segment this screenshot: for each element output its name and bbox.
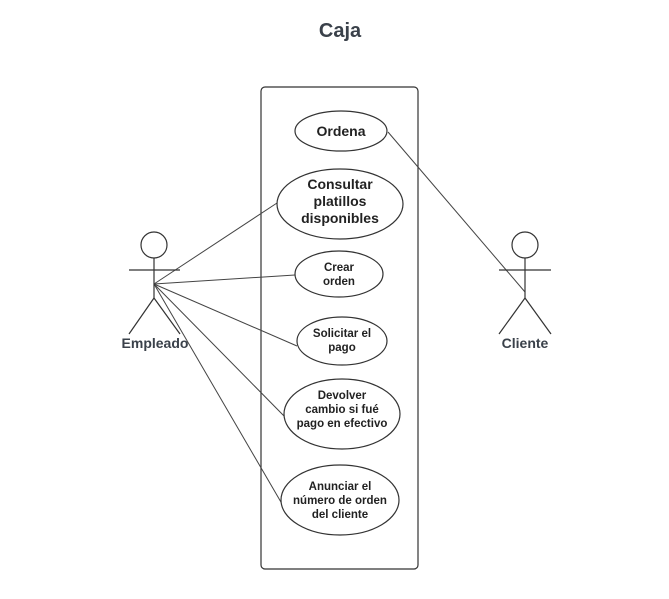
- assoc-empleado-devolver: [153, 283, 287, 419]
- use-case-devolver: Devolver cambio si fué pago en efectivo: [283, 378, 401, 450]
- use-case-consultar-line-3: disponibles: [301, 210, 379, 226]
- use-case-crear-line-2: orden: [323, 276, 355, 288]
- actor-empleado: Empleado: [122, 231, 189, 351]
- use-case-crear-line-1: Crear: [324, 262, 355, 274]
- use-case-solicitar-line-2: pago: [328, 342, 355, 354]
- assoc-empleado-anunciar: [153, 283, 286, 510]
- use-case-solicitar-line-1: Solicitar el: [313, 328, 371, 340]
- use-case-devolver-line-3: pago en efectivo: [297, 418, 388, 430]
- use-case-devolver-line-1: Devolver: [318, 390, 367, 402]
- use-case-solicitar: Solicitar el pago: [296, 316, 388, 366]
- use-case-anunciar-line-3: del cliente: [312, 509, 368, 521]
- use-case-anunciar-line-2: número de orden: [293, 495, 387, 507]
- assoc-empleado-solicitar: [153, 283, 298, 347]
- use-case-consultar-line-2: platillos: [314, 193, 367, 209]
- use-case-anunciar-line-1: Anunciar el: [309, 481, 372, 493]
- assoc-cliente-ordena: [387, 131, 526, 293]
- assoc-empleado-consultar: [153, 202, 278, 285]
- use-case-ordena-label: Ordena: [316, 123, 365, 139]
- actor-cliente-label: Cliente: [502, 335, 549, 351]
- assoc-empleado-crear: [153, 274, 296, 285]
- stick-figure-icon: [498, 231, 552, 335]
- use-case-devolver-line-2: cambio si fué: [305, 404, 379, 416]
- use-case-consultar-line-1: Consultar: [307, 176, 373, 192]
- actor-empleado-label: Empleado: [122, 335, 189, 351]
- use-case-ordena: Ordena: [294, 110, 388, 152]
- diagram-title: Caja: [319, 20, 362, 42]
- use-case-anunciar: Anunciar el número de orden del cliente: [280, 464, 400, 536]
- stick-figure-icon: [128, 231, 181, 335]
- use-case-crear: Crear orden: [294, 250, 384, 298]
- use-case-consultar: Consultar platillos disponibles: [276, 168, 404, 240]
- actor-cliente: Cliente: [498, 231, 552, 351]
